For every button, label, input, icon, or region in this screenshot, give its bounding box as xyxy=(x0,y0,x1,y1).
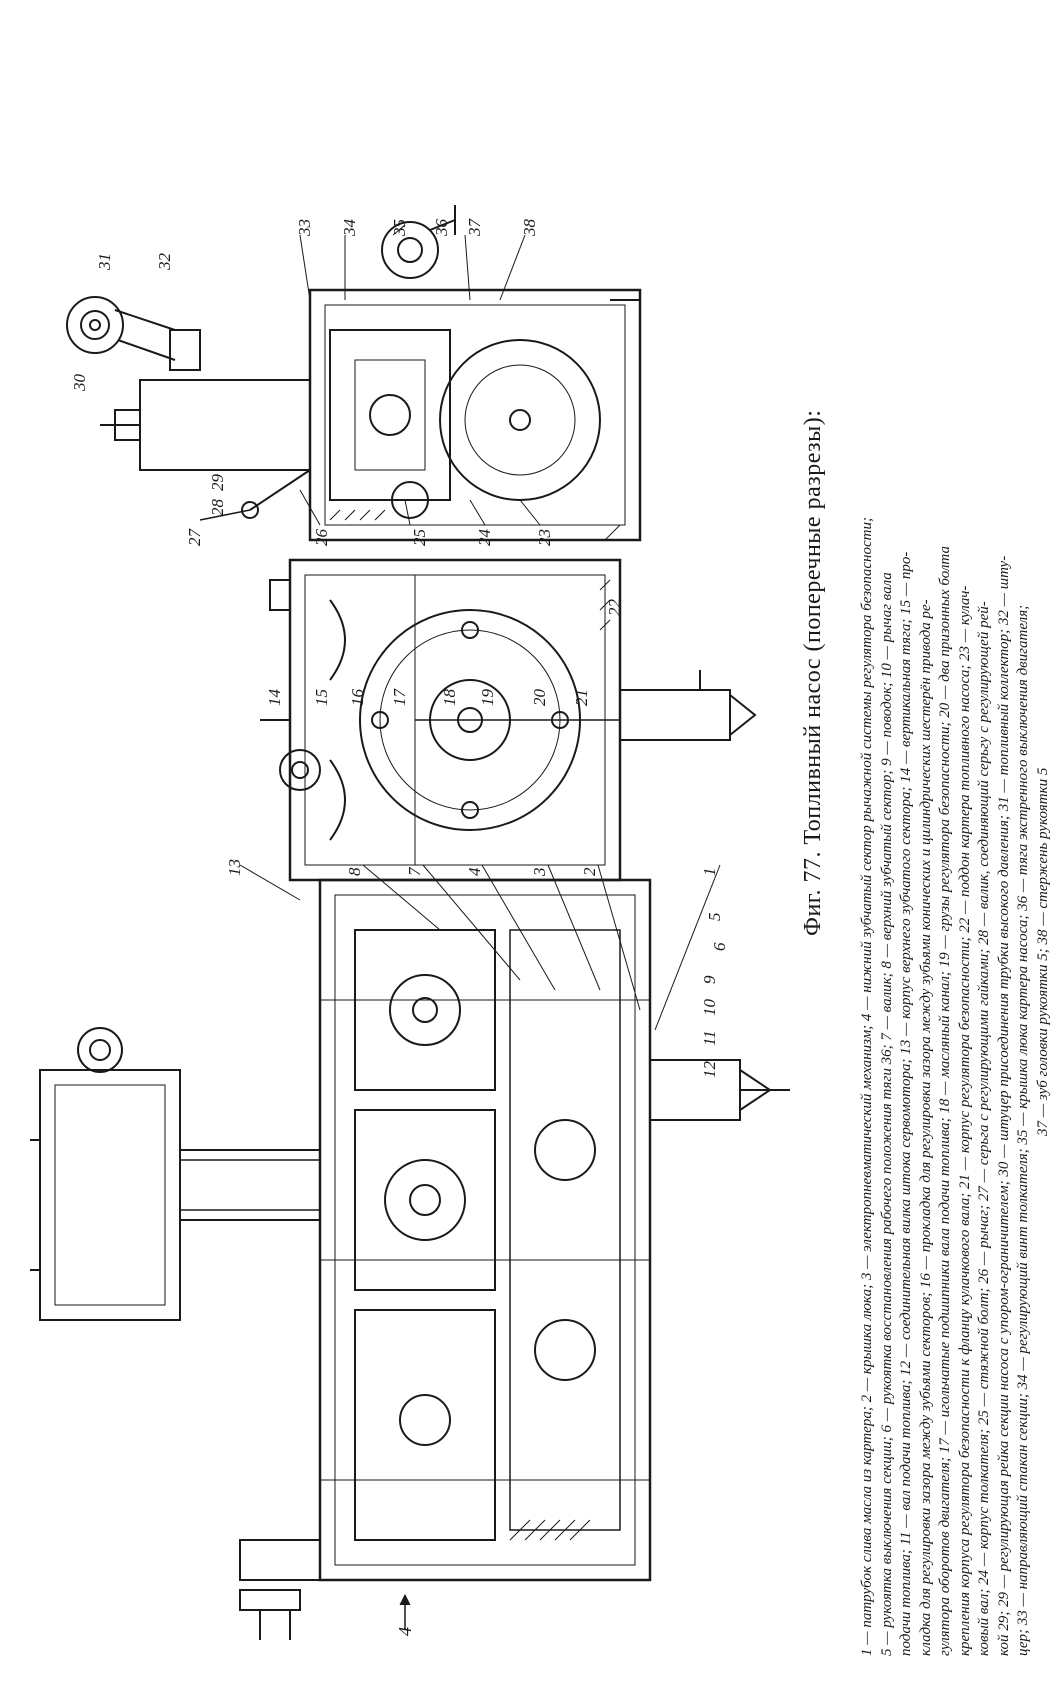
callout-number: 16 xyxy=(348,689,367,706)
callout-number: 22 xyxy=(605,599,624,616)
legend-line: гулятора оборотов двигателя; 17 — игольч… xyxy=(937,546,953,1656)
callout-number: 11 xyxy=(700,1030,719,1046)
legend-line: 1 — патрубок слива масла из картера; 2 —… xyxy=(859,517,875,1656)
callout-number: 18 xyxy=(440,689,459,706)
callout-number: 29 xyxy=(208,474,227,491)
callout-number: 15 xyxy=(312,689,331,706)
callout-number: 23 xyxy=(535,529,554,546)
callout-number: 30 xyxy=(70,374,89,391)
callout-number: 33 xyxy=(295,219,314,236)
legend-line: подачи топлива; 11 — вал подачи топлива;… xyxy=(898,551,914,1656)
callout-number: 35 xyxy=(390,219,409,236)
callout-number: 21 xyxy=(572,689,591,706)
figure-caption: Фиг. 77. Топливный насос (поперечные раз… xyxy=(800,409,826,936)
callout-number: 34 xyxy=(340,219,359,236)
callout-number: 1 xyxy=(700,867,719,877)
callout-number: 20 xyxy=(530,689,549,706)
left-view-drawing xyxy=(30,878,790,1640)
callout-number: 24 xyxy=(475,529,494,546)
legend-line: кой 29; 29 — регулирующая рейка секции н… xyxy=(995,555,1012,1656)
legend-line: крепления корпуса регулятора безопасност… xyxy=(956,585,973,1656)
callout-number: 19 xyxy=(478,689,497,706)
callout-number: 7 xyxy=(405,867,424,877)
legend-line: 37 — зуб головки рукоятки 5; 38 — стерже… xyxy=(1034,767,1051,1136)
callout-number: 9 xyxy=(700,975,719,985)
callout-number: 8 xyxy=(345,867,364,877)
arrow-label: 4 xyxy=(395,1627,415,1636)
middle-view-drawing xyxy=(260,558,757,882)
callout-number: 32 xyxy=(155,253,174,270)
callout-number: 36 xyxy=(432,219,451,236)
callout-number: 27 xyxy=(185,529,204,546)
callout-number: 2 xyxy=(580,867,599,877)
callout-number: 4 xyxy=(465,867,484,877)
legend-line: ковый вал; 24 — корпус толкателя; 25 — с… xyxy=(976,601,992,1656)
callout-number: 25 xyxy=(410,529,429,546)
callout-number: 37 xyxy=(465,219,484,236)
callout-number: 38 xyxy=(520,219,539,236)
legend-line: цер; 33 — направляющий стакан секции; 34… xyxy=(1015,604,1031,1656)
legend-line: кладка для регулировки зазора между зубь… xyxy=(917,599,934,1656)
callout-number: 14 xyxy=(265,689,284,706)
callout-number: 17 xyxy=(390,689,409,706)
callout-number: 13 xyxy=(225,859,244,876)
callout-number: 10 xyxy=(700,999,719,1016)
leader-lines xyxy=(239,224,721,1630)
callout-number: 28 xyxy=(208,499,227,516)
callout-number: 3 xyxy=(530,867,549,877)
callout-number: 6 xyxy=(710,942,729,952)
callout-number: 5 xyxy=(705,912,724,922)
callout-number: 31 xyxy=(95,253,114,270)
legend-line: 5 — рукоятка выключения секции; 6 — руко… xyxy=(878,572,895,1656)
callout-number: 26 xyxy=(312,529,331,546)
figure-legend: 1 — патрубок слива масла из картера; 2 —… xyxy=(858,26,1053,1656)
callout-number: 12 xyxy=(700,1061,719,1078)
right-view-drawing xyxy=(66,205,642,542)
